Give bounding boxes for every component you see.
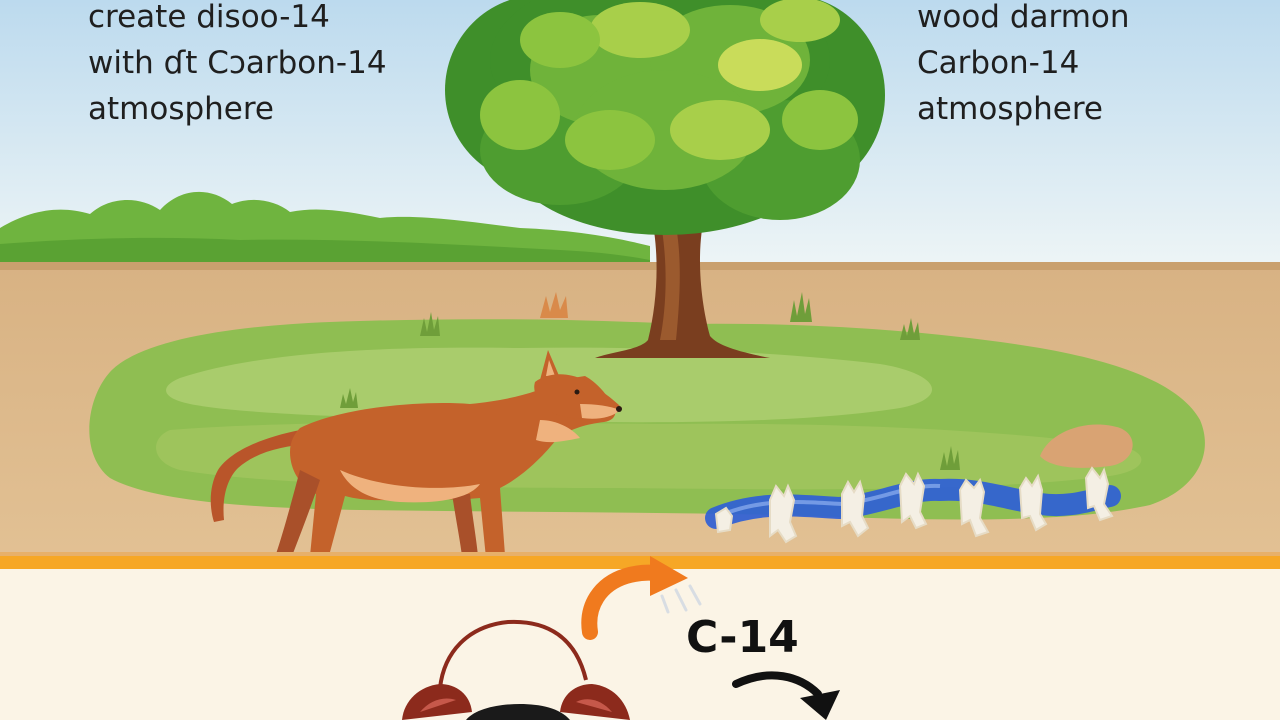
ground-band	[0, 555, 1280, 569]
c14-label: C-14	[686, 612, 799, 663]
left-label-line-2: with ɗt Cɔarbon-14	[88, 45, 387, 81]
right-label-line-1: wood darmon	[917, 0, 1130, 35]
ground-band-shadow	[0, 552, 1280, 556]
tree-trunk	[595, 172, 770, 358]
soil-horizon-line	[0, 262, 1280, 270]
left-label-line-1: create disoo-14	[88, 0, 330, 35]
background-bushes-shade	[0, 237, 650, 268]
dirt-mound	[1040, 424, 1133, 468]
right-label-line-2: Carbon-14	[917, 45, 1080, 81]
tree-trunk-highlight	[660, 226, 680, 340]
black-arrow-icon	[732, 671, 840, 720]
tree-illustration	[445, 0, 885, 235]
animal-illustration	[210, 350, 622, 558]
grass-tufts	[340, 292, 960, 470]
bottom-panel	[0, 569, 1280, 720]
orange-arrow-icon	[581, 556, 702, 640]
right-label-line-3: atmosphere	[917, 91, 1103, 127]
alarm-clock-icon	[402, 619, 630, 720]
left-label-line-3: atmosphere	[88, 91, 274, 127]
right-label: wood darmon Carbon-14 atmosphere	[917, 0, 1130, 132]
left-label: create disoo-14 with ɗt Cɔarbon-14 atmos…	[88, 0, 387, 132]
fossil-bones-illustration	[705, 466, 1121, 544]
dry-tuft	[540, 292, 568, 318]
